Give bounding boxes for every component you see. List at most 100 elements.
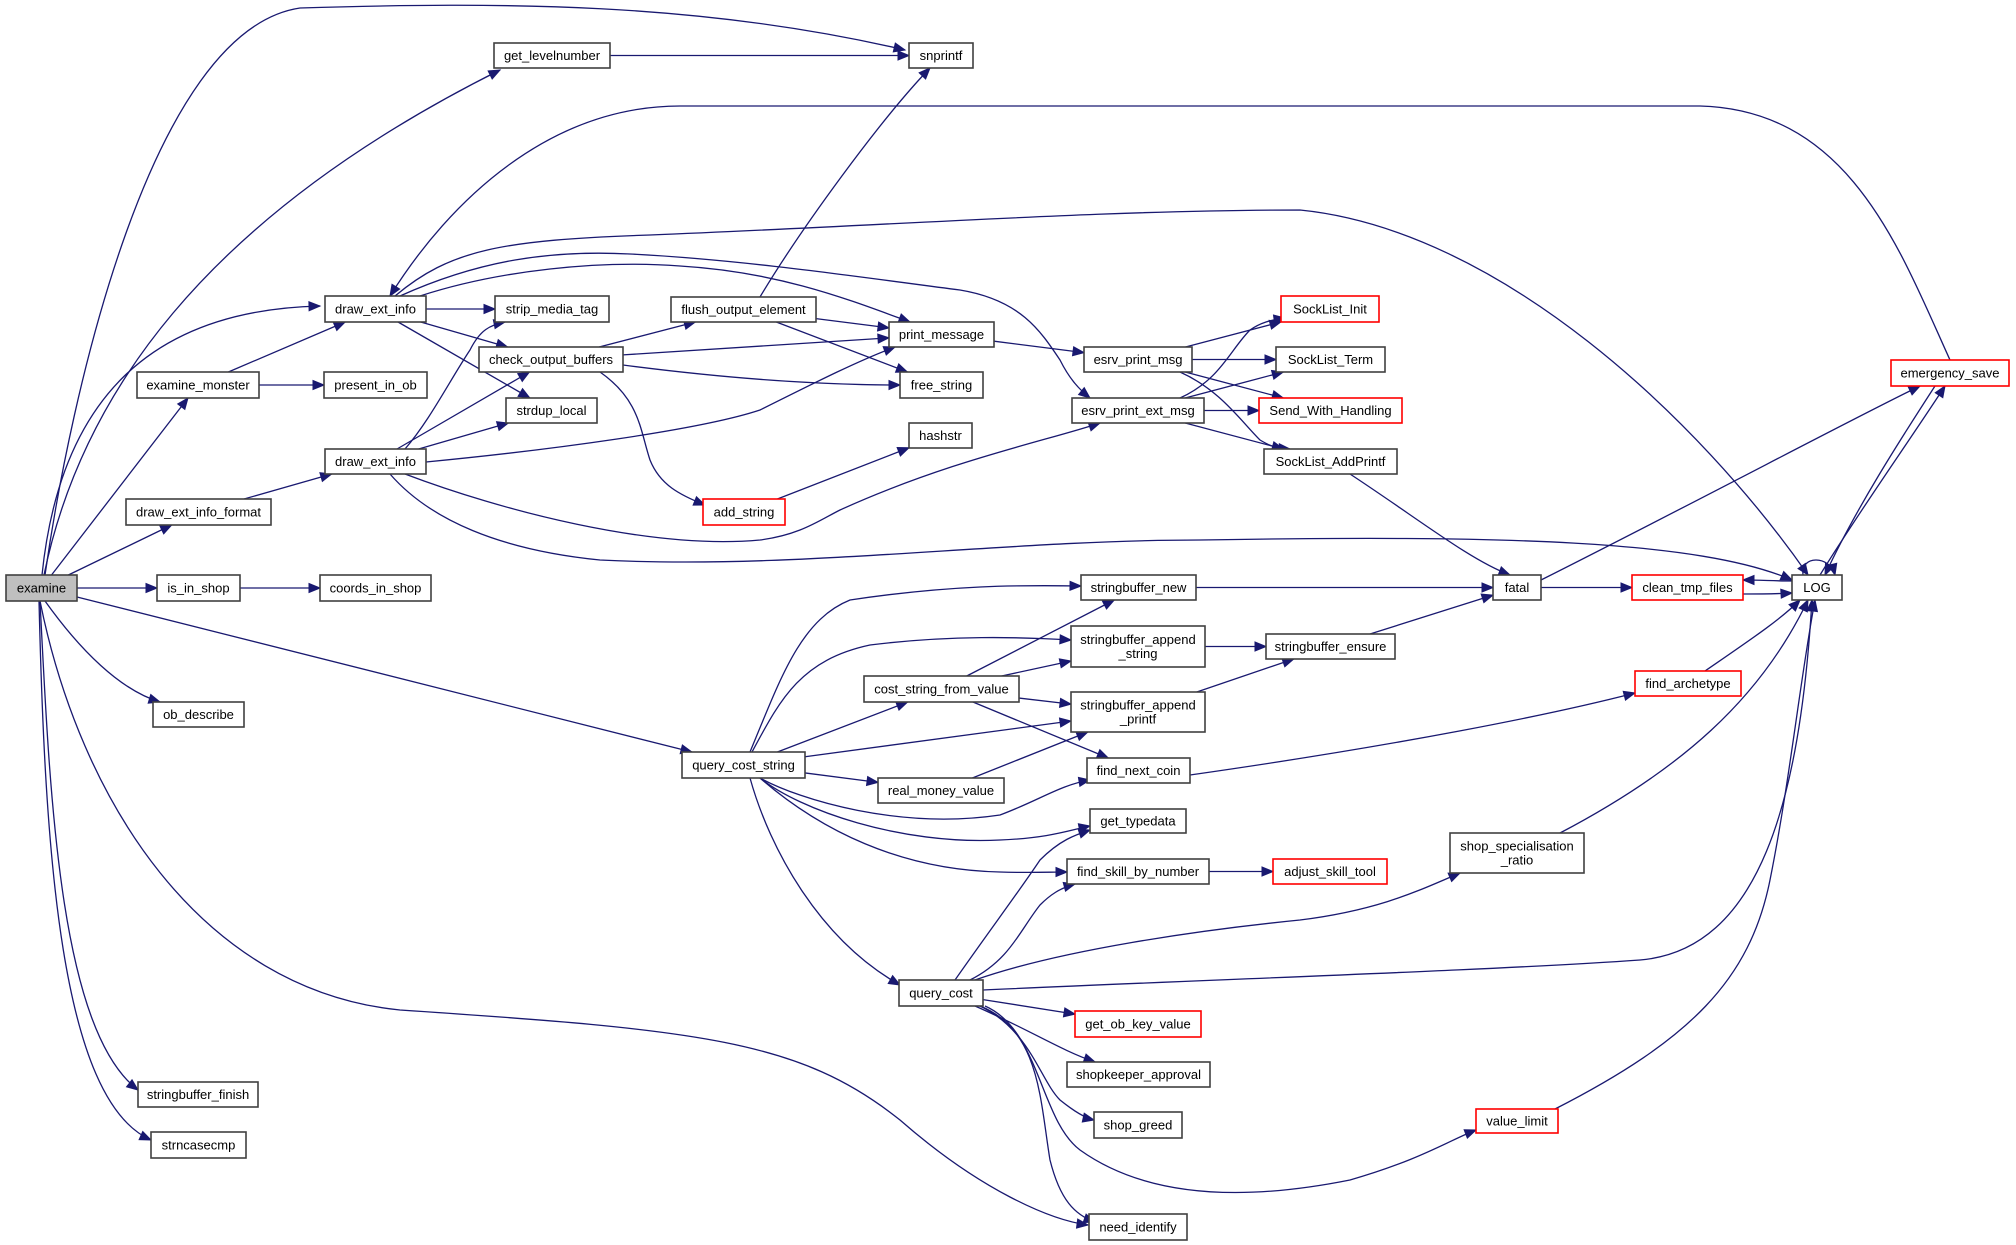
node-box[interactable] [1449, 832, 1585, 874]
node-box[interactable] [1083, 346, 1193, 373]
node-box[interactable] [493, 42, 611, 69]
node-box[interactable] [136, 371, 260, 399]
node-stringbuffer-ensure[interactable]: stringbuffer_ensure [1265, 633, 1396, 660]
node-box[interactable] [1070, 625, 1206, 668]
node-socklist-addprintf[interactable]: SockList_AddPrintf [1263, 448, 1398, 475]
node-box[interactable] [863, 675, 1020, 703]
node-log[interactable]: LOG [1791, 574, 1843, 601]
node-value-limit[interactable]: value_limit [1475, 1108, 1559, 1134]
node-box[interactable] [1890, 359, 2010, 387]
node-print-message[interactable]: print_message [888, 321, 995, 348]
node-draw-ext-info-2[interactable]: draw_ext_info [324, 448, 427, 475]
node-socklist-term[interactable]: SockList_Term [1275, 346, 1386, 373]
node-box[interactable] [1086, 757, 1191, 784]
node-box[interactable] [505, 397, 598, 424]
node-find-skill-by-number[interactable]: find_skill_by_number [1066, 858, 1210, 885]
node-check-output-buffers[interactable]: check_output_buffers [478, 346, 624, 373]
node-box[interactable] [1272, 858, 1388, 885]
node-get-typedata[interactable]: get_typedata [1089, 808, 1187, 834]
node-box[interactable] [1275, 346, 1386, 373]
node-box[interactable] [5, 574, 78, 602]
node-fatal[interactable]: fatal [1492, 574, 1542, 601]
node-emergency-save[interactable]: emergency_save [1890, 359, 2010, 387]
node-examine[interactable]: examine [5, 574, 78, 602]
node-send-with-handling[interactable]: Send_With_Handling [1258, 397, 1403, 424]
node-stringbuffer-append-printf[interactable]: stringbuffer_append_printf [1070, 691, 1206, 733]
node-box[interactable] [1263, 448, 1398, 475]
node-box[interactable] [1791, 574, 1843, 601]
node-box[interactable] [1080, 574, 1197, 601]
node-box[interactable] [323, 371, 428, 399]
node-cost-string-from-value[interactable]: cost_string_from_value [863, 675, 1020, 703]
node-examine-monster[interactable]: examine_monster [136, 371, 260, 399]
node-box[interactable] [1492, 574, 1542, 601]
node-box[interactable] [1070, 691, 1206, 733]
node-get-ob-key-value[interactable]: get_ob_key_value [1074, 1010, 1202, 1038]
node-box[interactable] [152, 701, 245, 728]
node-box[interactable] [908, 42, 974, 69]
node-stringbuffer-new[interactable]: stringbuffer_new [1080, 574, 1197, 601]
node-box[interactable] [319, 574, 432, 602]
node-box[interactable] [324, 448, 427, 475]
node-stringbuffer-finish[interactable]: stringbuffer_finish [137, 1081, 259, 1108]
node-strncasecmp[interactable]: strncasecmp [150, 1131, 247, 1159]
node-box[interactable] [1066, 858, 1210, 885]
node-box[interactable] [908, 422, 973, 449]
node-stringbuffer-append-string[interactable]: stringbuffer_append_string [1070, 625, 1206, 668]
node-shopkeeper-approval[interactable]: shopkeeper_approval [1066, 1061, 1211, 1088]
node-box[interactable] [324, 295, 427, 323]
node-box[interactable] [1066, 1061, 1211, 1088]
node-box[interactable] [1258, 397, 1403, 424]
node-box[interactable] [1088, 1213, 1188, 1241]
node-get-levelnumber[interactable]: get_levelnumber [493, 42, 611, 69]
node-box[interactable] [702, 498, 786, 526]
node-box[interactable] [681, 751, 806, 779]
node-box[interactable] [1071, 397, 1205, 424]
node-query-cost[interactable]: query_cost [898, 979, 984, 1007]
node-query-cost-string[interactable]: query_cost_string [681, 751, 806, 779]
node-find-archetype[interactable]: find_archetype [1634, 670, 1742, 697]
node-hashstr[interactable]: hashstr [908, 422, 973, 449]
node-clean-tmp-files[interactable]: clean_tmp_files [1631, 574, 1744, 601]
node-draw-ext-info-format[interactable]: draw_ext_info_format [125, 498, 272, 526]
node-box[interactable] [156, 574, 241, 602]
node-box[interactable] [877, 777, 1005, 804]
node-adjust-skill-tool[interactable]: adjust_skill_tool [1272, 858, 1388, 885]
node-strip-media-tag[interactable]: strip_media_tag [494, 295, 610, 323]
node-ob-describe[interactable]: ob_describe [152, 701, 245, 728]
node-box[interactable] [1280, 295, 1380, 323]
node-esrv-print-msg[interactable]: esrv_print_msg [1083, 346, 1193, 373]
node-box[interactable] [1093, 1111, 1183, 1139]
node-box[interactable] [670, 296, 817, 323]
node-snprintf[interactable]: snprintf [908, 42, 974, 69]
node-box[interactable] [1475, 1108, 1559, 1134]
node-socklist-init[interactable]: SockList_Init [1280, 295, 1380, 323]
node-box[interactable] [1634, 670, 1742, 697]
node-box[interactable] [1265, 633, 1396, 660]
node-coords-in-shop[interactable]: coords_in_shop [319, 574, 432, 602]
node-box[interactable] [494, 295, 610, 323]
node-box[interactable] [898, 979, 984, 1007]
node-draw-ext-info-1[interactable]: draw_ext_info [324, 295, 427, 323]
node-shop-greed[interactable]: shop_greed [1093, 1111, 1183, 1139]
node-shop-specialisation-ratio[interactable]: shop_specialisation_ratio [1449, 832, 1585, 874]
node-free-string[interactable]: free_string [899, 371, 984, 399]
node-box[interactable] [137, 1081, 259, 1108]
node-find-next-coin[interactable]: find_next_coin [1086, 757, 1191, 784]
node-box[interactable] [150, 1131, 247, 1159]
node-box[interactable] [1074, 1010, 1202, 1038]
node-box[interactable] [899, 371, 984, 399]
node-present-in-ob[interactable]: present_in_ob [323, 371, 428, 399]
node-real-money-value[interactable]: real_money_value [877, 777, 1005, 804]
node-esrv-print-ext-msg[interactable]: esrv_print_ext_msg [1071, 397, 1205, 424]
node-box[interactable] [1089, 808, 1187, 834]
node-need-identify[interactable]: need_identify [1088, 1213, 1188, 1241]
node-box[interactable] [1631, 574, 1744, 601]
node-strdup-local[interactable]: strdup_local [505, 397, 598, 424]
node-box[interactable] [888, 321, 995, 348]
node-flush-output-element[interactable]: flush_output_element [670, 296, 817, 323]
node-box[interactable] [478, 346, 624, 373]
node-is-in-shop[interactable]: is_in_shop [156, 574, 241, 602]
node-add-string[interactable]: add_string [702, 498, 786, 526]
node-box[interactable] [125, 498, 272, 526]
